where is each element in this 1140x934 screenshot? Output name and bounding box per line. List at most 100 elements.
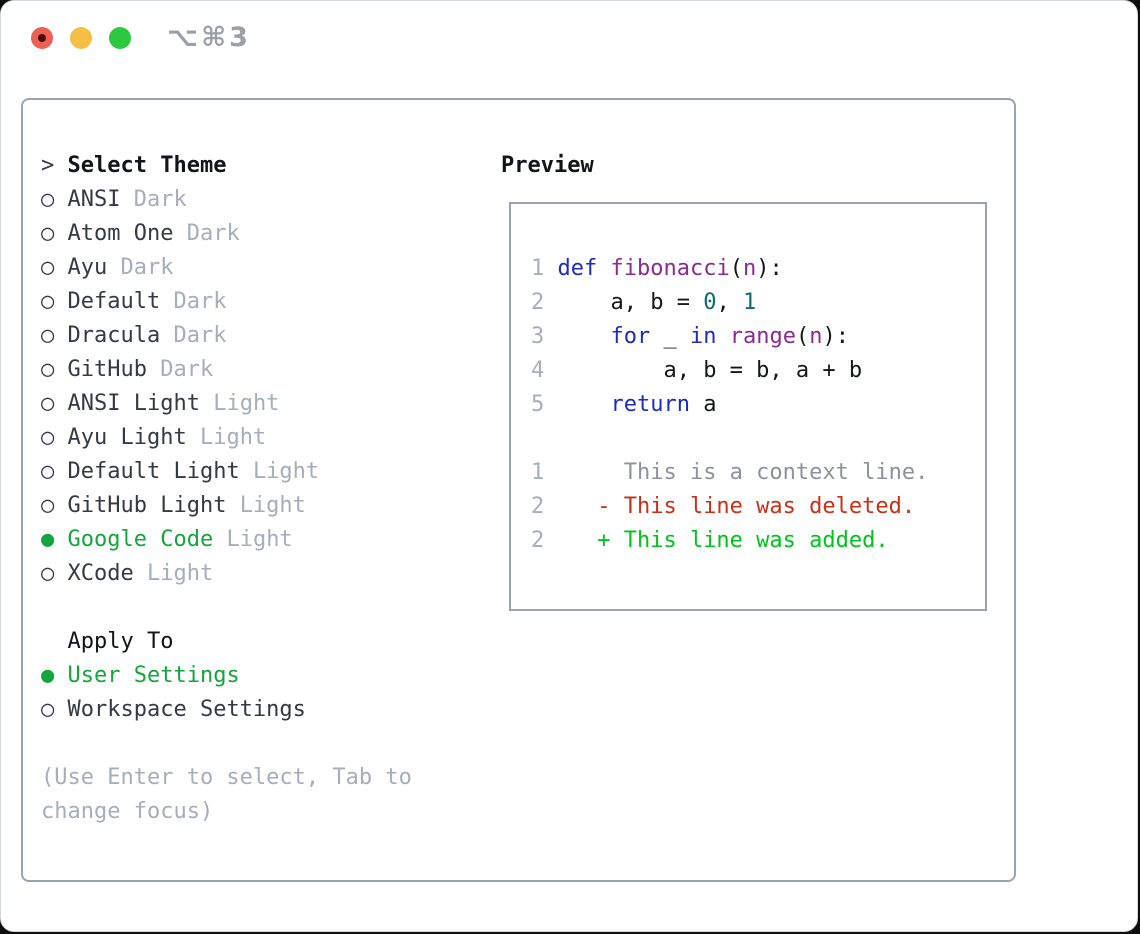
code-token: def [557, 256, 598, 281]
line-number: 2 [531, 290, 545, 315]
theme-menu-header: > Select Theme [41, 149, 412, 183]
apply-option-workspace-settings[interactable]: ○ Workspace Settings [41, 693, 412, 727]
theme-variant-tag: Light [252, 459, 320, 484]
code-token: ): [756, 256, 783, 281]
code-token: ( [795, 324, 810, 349]
theme-name: ANSI [67, 187, 134, 212]
help-text-line: (Use Enter to select, Tab to [41, 761, 412, 795]
theme-name: ANSI Light [67, 391, 214, 416]
theme-option-ayu-dark[interactable]: ○ Ayu Dark [41, 251, 412, 285]
theme-option-google-code-light[interactable]: ● Google Code Light [41, 523, 412, 557]
theme-option-github-light-light[interactable]: ○ GitHub Light Light [41, 489, 412, 523]
theme-menu-title: Select Theme [67, 153, 227, 178]
theme-name: Default [67, 289, 174, 314]
apply-to-title: Apply To [41, 629, 174, 654]
code-line: 2 a, b = 0, 1 [531, 286, 985, 320]
apply-option-label: User Settings [67, 663, 240, 688]
theme-variant-tag: Light [146, 561, 214, 586]
theme-name: Default Light [67, 459, 253, 484]
theme-name: Ayu [67, 255, 121, 280]
dialog-panel [21, 98, 1016, 882]
code-line [531, 422, 985, 456]
code-token [544, 256, 557, 281]
apply-option-label: Workspace Settings [67, 697, 306, 722]
code-line: 3 for _ in range(n): [531, 320, 985, 354]
theme-variant-tag: Dark [160, 357, 214, 382]
code-token: - This line was deleted. [544, 494, 916, 519]
theme-variant-tag: Dark [173, 289, 227, 314]
code-token: _ [650, 324, 690, 349]
spacer-row [41, 727, 412, 761]
radio-selected-icon: ● [41, 663, 68, 688]
theme-name: GitHub [67, 357, 161, 382]
code-token: 0 [703, 290, 717, 315]
apply-option-user-settings[interactable]: ● User Settings [41, 659, 412, 693]
radio-icon: ○ [41, 323, 68, 348]
code-line: 2 + This line was added. [531, 524, 985, 558]
minimize-button-icon[interactable] [70, 27, 92, 49]
radio-icon: ○ [41, 187, 68, 212]
line-number: 4 [531, 358, 545, 383]
theme-variant-tag: Light [239, 493, 306, 518]
code-line: 5 return a [531, 388, 985, 422]
help-text: (Use Enter to select, Tab to [41, 765, 412, 790]
help-text-line: change focus) [41, 795, 412, 829]
close-button-icon[interactable] [31, 27, 53, 49]
theme-name: Dracula [67, 323, 174, 348]
zoom-button-icon[interactable] [109, 27, 131, 49]
code-token: 1 [742, 290, 757, 315]
theme-variant-tag: Dark [133, 187, 187, 212]
spacer-row [41, 591, 412, 625]
line-number: 1 [531, 460, 545, 485]
line-number: 1 [531, 256, 545, 281]
code-token: n [809, 324, 823, 349]
theme-option-ayu-light-light[interactable]: ○ Ayu Light Light [41, 421, 412, 455]
line-number: 2 [531, 494, 545, 519]
line-number [531, 426, 544, 451]
title-bar: ⌥⌘3 [1, 1, 1137, 76]
theme-option-ansi-light-light[interactable]: ○ ANSI Light Light [41, 387, 412, 421]
code-token [716, 324, 729, 349]
focus-cursor: > [41, 153, 68, 178]
code-line: 1 def fibonacci(n): [531, 252, 985, 286]
code-token: range [729, 324, 796, 349]
theme-name: Ayu Light [67, 425, 200, 450]
code-token: for [610, 324, 651, 349]
theme-option-xcode-light[interactable]: ○ XCode Light [41, 557, 412, 591]
code-token: return [610, 392, 690, 417]
radio-icon: ○ [41, 255, 68, 280]
preview-header: Preview [501, 153, 594, 178]
code-token: in [689, 324, 717, 349]
theme-variant-tag: Dark [120, 255, 174, 280]
window-title: ⌥⌘3 [167, 22, 251, 53]
theme-option-default-light-light[interactable]: ○ Default Light Light [41, 455, 412, 489]
code-token: fibonacci [610, 256, 730, 281]
theme-option-ansi-dark[interactable]: ○ ANSI Dark [41, 183, 412, 217]
radio-icon: ○ [41, 697, 68, 722]
theme-option-dracula-dark[interactable]: ○ Dracula Dark [41, 319, 412, 353]
radio-icon: ○ [41, 221, 68, 246]
code-token: , [716, 290, 743, 315]
code-token: a, b = [544, 290, 704, 315]
code-token: n [742, 256, 757, 281]
radio-icon: ○ [41, 289, 68, 314]
theme-variant-tag: Light [226, 527, 293, 552]
code-token: ): [822, 324, 849, 349]
theme-option-github-dark[interactable]: ○ GitHub Dark [41, 353, 412, 387]
code-token: a, b = b, a + b [544, 358, 863, 383]
theme-option-default-dark[interactable]: ○ Default Dark [41, 285, 412, 319]
radio-icon: ○ [41, 425, 68, 450]
radio-icon: ○ [41, 357, 68, 382]
theme-name: Atom One [67, 221, 187, 246]
theme-variant-tag: Light [213, 391, 280, 416]
code-line: 2 - This line was deleted. [531, 490, 985, 524]
theme-variant-tag: Dark [173, 323, 227, 348]
theme-name: XCode [67, 561, 147, 586]
radio-icon: ○ [41, 561, 68, 586]
theme-option-atom-one-dark[interactable]: ○ Atom One Dark [41, 217, 412, 251]
theme-variant-tag: Dark [186, 221, 240, 246]
code-token [544, 392, 610, 417]
code-token: This is a context line. [544, 460, 929, 485]
theme-name: GitHub Light [67, 493, 240, 518]
